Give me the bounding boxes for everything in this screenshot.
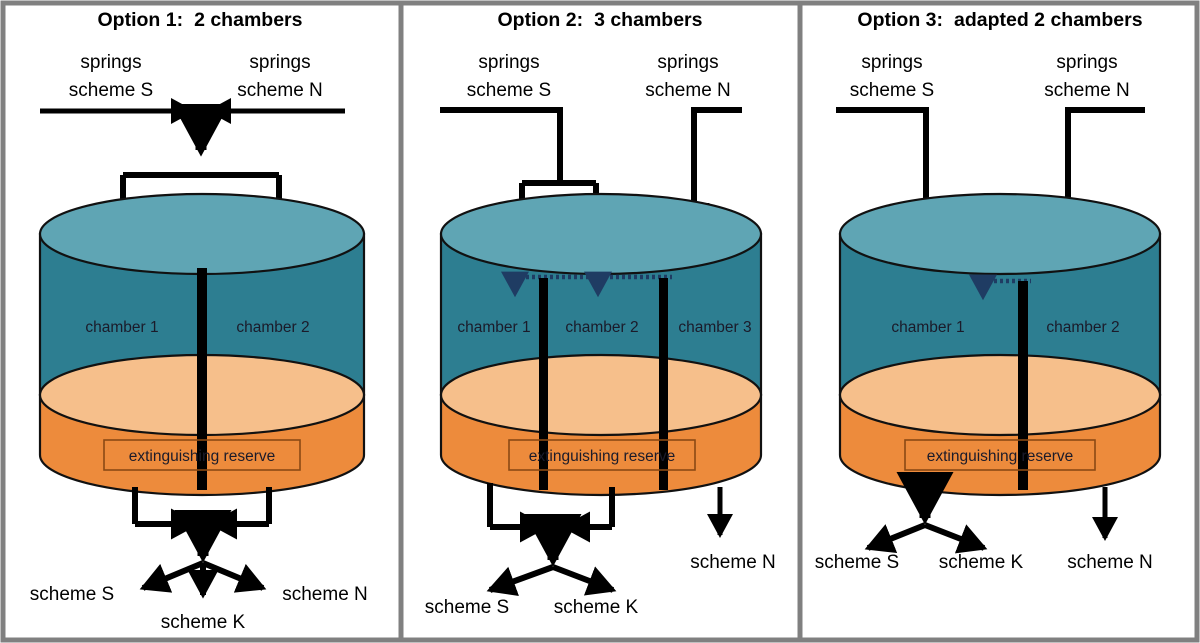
overflow-connector: [501, 271, 672, 298]
chamber-divider-2: [659, 278, 668, 490]
reserve-surface: [439, 353, 763, 437]
panel-title: Option 3:adapted 2 chambers: [857, 9, 1142, 31]
chamber-label: chamber 1: [891, 319, 964, 336]
inlet-left-line1: springs: [478, 52, 539, 73]
outlet-arrow-scheme-k: [551, 564, 617, 596]
outlet-arrow-scheme-s: [139, 560, 205, 593]
outlet-label-scheme-k: scheme K: [161, 612, 246, 633]
chamber-divider-1: [197, 268, 207, 490]
panel-option-2: Option 2:3 chambers springs scheme S spr…: [425, 9, 776, 618]
tank-top-surface: [838, 192, 1162, 276]
chamber-divider-1: [1018, 281, 1028, 490]
panel-title: Option 1:2 chambers: [98, 9, 303, 31]
outlet-label-scheme-k: scheme K: [554, 597, 639, 618]
outlet-arrow-scheme-s: [864, 522, 927, 554]
chamber-label: chamber 1: [457, 319, 530, 336]
chamber-label: chamber 2: [1046, 319, 1119, 336]
inlet-right-line1: springs: [249, 52, 310, 73]
inlet-left-pipe: [440, 107, 563, 183]
outlet-label-scheme-s: scheme S: [30, 584, 114, 605]
inlet-right-line2: scheme N: [645, 80, 731, 101]
tank-top-surface: [439, 192, 763, 276]
outlet-label-scheme-n: scheme N: [282, 584, 368, 605]
panel-option-3: Option 3:adapted 2 chambers springs sche…: [815, 9, 1162, 573]
reserve-label: extinguishing reserve: [529, 448, 675, 465]
inlet-left-line2: scheme S: [467, 80, 551, 101]
inlet-left-line1: springs: [80, 52, 141, 73]
reserve-box: [904, 439, 1096, 471]
chamber-label: chamber 1: [85, 319, 158, 336]
inlet-left-line2: scheme S: [69, 80, 153, 101]
outlet-label-scheme-s: scheme S: [815, 552, 899, 573]
reserve-surface: [838, 353, 1162, 437]
inlet-right-line2: scheme N: [1044, 80, 1130, 101]
reserve-label: extinguishing reserve: [129, 448, 275, 465]
reserve-label: extinguishing reserve: [927, 448, 1073, 465]
inlet-right-line2: scheme N: [237, 80, 323, 101]
outlet-arrow-scheme-k: [923, 522, 988, 554]
chamber-divider-1: [539, 278, 548, 490]
inlet-left-line2: scheme S: [850, 80, 934, 101]
inlet-left-line1: springs: [861, 52, 922, 73]
outlet-label-scheme-s: scheme S: [425, 597, 509, 618]
chamber-label: chamber 2: [236, 319, 309, 336]
outlet-arrow-scheme-s: [486, 564, 555, 597]
outlet-label-scheme-n: scheme N: [1067, 552, 1153, 573]
chamber-label: chamber 3: [678, 319, 751, 336]
chamber-label: chamber 2: [565, 319, 638, 336]
inlet-right-line1: springs: [657, 52, 718, 73]
outlet-label-scheme-n: scheme N: [690, 552, 776, 573]
reserve-box: [508, 439, 696, 471]
panel-option-1: Option 1:2 chambers springs scheme S spr…: [30, 9, 368, 633]
panel-title: Option 2:3 chambers: [498, 9, 703, 31]
outlet-label-scheme-k: scheme K: [939, 552, 1024, 573]
outlet-arrow-scheme-n: [201, 560, 267, 593]
reserve-box: [103, 439, 301, 471]
tank-top-surface: [38, 192, 366, 276]
inlet-right-line1: springs: [1056, 52, 1117, 73]
overflow-connector: [969, 274, 1031, 301]
